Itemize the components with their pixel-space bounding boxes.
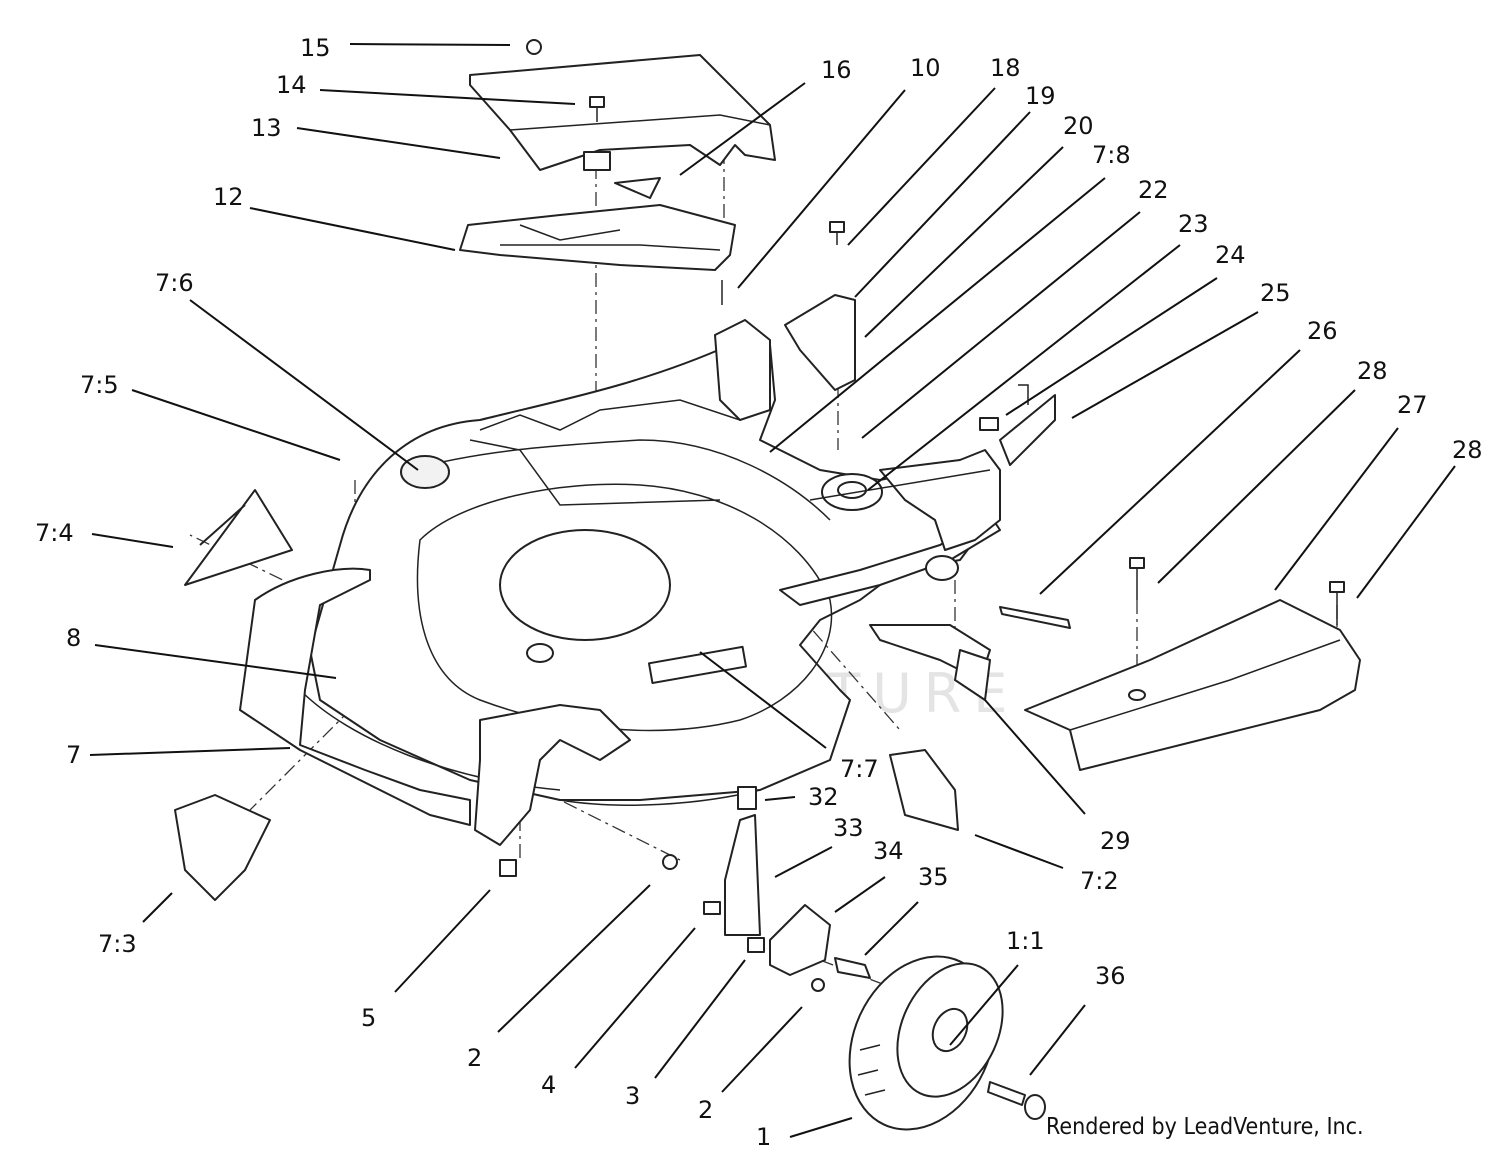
callout-7-6: 7:6 bbox=[155, 269, 194, 297]
callout-16: 16 bbox=[821, 56, 852, 84]
part-32-knob bbox=[737, 786, 757, 810]
callout-27: 27 bbox=[1397, 391, 1428, 419]
part-12-baffle bbox=[459, 204, 736, 271]
callout-15: 15 bbox=[300, 34, 331, 62]
callout-32: 32 bbox=[808, 783, 839, 811]
callout-22: 22 bbox=[1138, 176, 1169, 204]
callout-labels: 15 14 13 16 10 18 19 20 7:8 22 23 24 25 … bbox=[35, 34, 1483, 1151]
callout-14: 14 bbox=[276, 71, 307, 99]
callout-1-1: 1:1 bbox=[1006, 927, 1045, 955]
part-33-bracket bbox=[724, 814, 761, 936]
part-7-2-plug bbox=[889, 749, 959, 831]
callout-7-8: 7:8 bbox=[1092, 141, 1131, 169]
part-34-pivot bbox=[769, 904, 831, 976]
part-8-deck-housing bbox=[299, 319, 1001, 801]
part-36-axle-bolt bbox=[987, 1081, 1046, 1120]
part-14-bolt bbox=[589, 96, 605, 122]
part-28-bolt-right bbox=[1329, 581, 1345, 625]
credit-text: Rendered by LeadVenture, Inc. bbox=[1046, 1114, 1364, 1140]
callout-18: 18 bbox=[990, 54, 1021, 82]
leader-lines bbox=[89, 43, 1456, 1138]
part-28-bolt-left bbox=[1129, 557, 1145, 600]
callout-25: 25 bbox=[1260, 279, 1291, 307]
callout-13: 13 bbox=[251, 114, 282, 142]
callout-12: 12 bbox=[213, 183, 244, 211]
callout-36: 36 bbox=[1095, 962, 1126, 990]
callout-10: 10 bbox=[910, 54, 941, 82]
callout-2-left: 2 bbox=[467, 1044, 482, 1072]
callout-7-4: 7:4 bbox=[35, 519, 74, 547]
part-4-bolt bbox=[703, 901, 721, 915]
callout-26: 26 bbox=[1307, 317, 1338, 345]
part-18-19-bolt bbox=[829, 221, 845, 245]
callout-8: 8 bbox=[66, 624, 81, 652]
part-26-rod bbox=[999, 606, 1071, 629]
part-27-rear-plate bbox=[1024, 599, 1361, 771]
callout-2-right: 2 bbox=[698, 1096, 713, 1124]
part-1-wheel bbox=[848, 955, 1004, 1131]
callout-3: 3 bbox=[625, 1082, 640, 1110]
callout-1: 1 bbox=[756, 1123, 771, 1151]
part-7-deck-skirt bbox=[239, 567, 761, 846]
callout-23: 23 bbox=[1178, 210, 1209, 238]
part-7-4-plug bbox=[184, 489, 293, 586]
callout-24: 24 bbox=[1215, 241, 1246, 269]
part-16-clip bbox=[614, 177, 661, 199]
callout-35: 35 bbox=[918, 863, 949, 891]
part-15-nut bbox=[526, 39, 542, 55]
part-35-bolt bbox=[834, 957, 871, 979]
callout-4: 4 bbox=[541, 1071, 556, 1099]
callout-34: 34 bbox=[873, 837, 904, 865]
callout-28-upper: 28 bbox=[1357, 357, 1388, 385]
part-3-spacer bbox=[747, 937, 765, 953]
callout-7-2: 7:2 bbox=[1080, 867, 1119, 895]
part-20-bracket bbox=[784, 294, 856, 391]
callout-7-5: 7:5 bbox=[80, 371, 119, 399]
callout-28-right: 28 bbox=[1452, 436, 1483, 464]
part-2-washer-b bbox=[811, 978, 825, 992]
callout-33: 33 bbox=[833, 814, 864, 842]
callout-19: 19 bbox=[1025, 82, 1056, 110]
part-25-bracket bbox=[979, 384, 1056, 466]
part-7-3-plug bbox=[174, 794, 271, 901]
callout-7: 7 bbox=[66, 741, 81, 769]
callout-29: 29 bbox=[1100, 827, 1131, 855]
part-5-nut bbox=[499, 859, 517, 877]
callout-20: 20 bbox=[1063, 112, 1094, 140]
callout-5: 5 bbox=[361, 1004, 376, 1032]
part-2-washer-a bbox=[662, 854, 678, 870]
callout-7-7: 7:7 bbox=[840, 755, 879, 783]
callout-7-3: 7:3 bbox=[98, 930, 137, 958]
part-13-baffle-cover bbox=[469, 54, 776, 171]
